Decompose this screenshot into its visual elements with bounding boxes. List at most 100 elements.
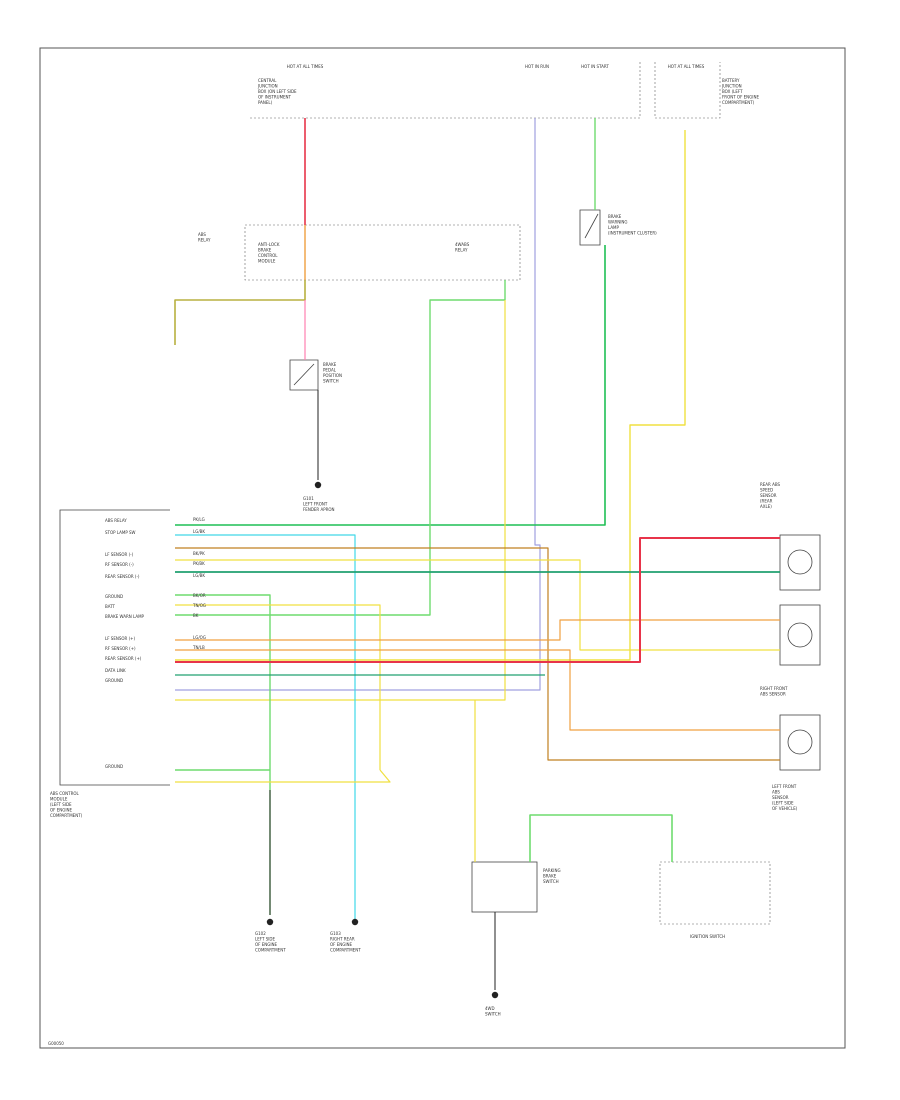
brake-switch-line-0: BRAKE xyxy=(323,362,337,367)
wire-batt-2 xyxy=(175,604,381,770)
ignition-switch-box xyxy=(659,861,771,925)
wire-color-2-line-0: BK/PK xyxy=(193,551,205,556)
relay-box-line-2: CONTROL xyxy=(258,253,278,258)
ground-g101-line-0: G101 xyxy=(303,496,314,501)
relay-box-line-1: BRAKE xyxy=(258,248,272,253)
brake-warn-line-0: BRAKE xyxy=(608,214,622,219)
module-label-line-3: OF ENGINE xyxy=(50,808,73,813)
sensor-lf-line-1: ABS xyxy=(772,790,780,795)
module-pin-6-line-0: BATT xyxy=(105,604,116,609)
relay-right-line-1: RELAY xyxy=(455,248,468,253)
lf-sensor-coil xyxy=(787,729,813,755)
diagram-frame xyxy=(39,47,846,1049)
wire-batt-yellow xyxy=(175,130,686,661)
brake-warn-line-3: (INSTRUMENT CLUSTER) xyxy=(608,231,657,236)
fuse-left-desc-line-3: OF INSTRUMENT xyxy=(258,95,292,100)
ignition-label-line-0: IGNITION SWITCH xyxy=(690,934,725,939)
lf-sensor-box xyxy=(779,714,821,771)
ground-g102-line-3: COMPARTMENT xyxy=(255,948,286,953)
fuse-left-desc-line-4: PANEL) xyxy=(258,100,273,105)
fuse-hot-all-2-line-0: HOT AT ALL TIMES xyxy=(668,64,705,69)
module-label-line-4: COMPARTMENT) xyxy=(50,813,83,818)
wire-color-9-line-0: TN/LB xyxy=(192,645,205,650)
wire-rf-plus xyxy=(175,619,780,641)
fuse-right-desc-line-2: BOX (LEFT xyxy=(722,89,743,94)
module-label-line-0: ABS CONTROL xyxy=(50,791,80,796)
wire-cyan xyxy=(175,534,356,920)
wire-color-7-line-0: BK xyxy=(193,613,199,618)
module-bracket xyxy=(59,509,170,786)
fuse-left-desc-line-0: CENTRAL xyxy=(258,78,277,83)
ground-g102-line-1: LEFT SIDE xyxy=(255,937,276,942)
module-label-line-2: (LEFT SIDE xyxy=(50,802,72,807)
wire-ignition xyxy=(529,814,673,862)
rear-sensor-coil xyxy=(787,549,813,575)
sensor-rear-line-4: AXLE) xyxy=(760,504,772,509)
module-label-line-1: MODULE xyxy=(50,797,68,802)
fuse-right-desc-line-1: JUNCTION xyxy=(721,84,742,89)
rf-sensor-box xyxy=(779,604,821,666)
fuse-box-right xyxy=(654,62,721,119)
sensor-rear-line-3: (REAR xyxy=(760,499,773,504)
wire-ground-1 xyxy=(175,594,271,915)
wire-green-2 xyxy=(175,280,506,616)
sensor-lf-line-2: SENSOR xyxy=(772,795,789,800)
brake-switch-line-1: PEDAL xyxy=(323,368,337,373)
sensor-lf-line-3: (LEFT SIDE xyxy=(772,801,794,806)
relay-box xyxy=(244,224,521,281)
wire-rf-minus xyxy=(175,559,780,651)
fuse-right-desc-line-3: FRONT OF ENGINE xyxy=(722,95,759,100)
wire-yellow-2 xyxy=(175,300,506,701)
bottom-switch-label-line-1: SWITCH xyxy=(485,1012,501,1017)
brake-switch-line-3: SWITCH xyxy=(323,379,339,384)
relay-left-line-0: ABS xyxy=(198,232,206,237)
ground-symbols xyxy=(266,481,499,999)
sensor-lf-line-4: OF VEHICLE) xyxy=(772,806,798,811)
ground-g103-line-0: G103 xyxy=(330,931,341,936)
brake-warn-lamp-switch xyxy=(579,209,601,246)
brake-pedal-switch xyxy=(289,359,319,391)
module-pin-9-line-0: RF SENSOR (+) xyxy=(105,646,136,651)
ground-symbol-1 xyxy=(314,481,322,489)
fuse-left-desc-line-1: JUNCTION xyxy=(257,84,278,89)
rf-sensor-coil xyxy=(787,622,813,648)
module-pin-7-line-0: BRAKE WARN LAMP xyxy=(105,614,145,619)
relay-right-line-0: 4WABS xyxy=(455,242,470,247)
wire-abs-relay xyxy=(175,245,606,526)
wire-color-1-line-0: LG/BK xyxy=(193,529,205,534)
sensor-rear-line-2: SENSOR xyxy=(760,493,777,498)
park-brake-line-1: BRAKE xyxy=(543,874,557,879)
relay-box-line-0: ANTI-LOCK xyxy=(258,242,280,247)
sensor-rf-line-0: RIGHT FRONT xyxy=(760,686,788,691)
ground-g103-line-3: COMPARTMENT xyxy=(330,948,361,953)
sensor-rf-line-1: ABS SENSOR xyxy=(760,692,786,697)
module-pin-4-line-0: REAR SENSOR (-) xyxy=(105,574,140,579)
bottom-switch-label-line-0: 4WD xyxy=(485,1006,495,1011)
wire-ground-3 xyxy=(175,769,391,783)
wire-color-5-line-0: BK/OR xyxy=(193,593,206,598)
wire-color-0-line-0: PK/LG xyxy=(193,517,205,522)
rear-sensor-box xyxy=(779,534,821,591)
fuse-right-desc-line-4: COMPARTMENT) xyxy=(722,100,755,105)
module-pin-13-line-0: GROUND xyxy=(105,764,123,769)
ground-g102-line-0: G102 xyxy=(255,931,266,936)
sensor-rear-line-0: REAR ABS xyxy=(760,482,781,487)
module-pin-1-line-0: STOP LAMP SW xyxy=(105,530,136,535)
ground-g103-line-2: OF ENGINE xyxy=(330,942,353,947)
ground-symbol-3 xyxy=(351,918,359,926)
ground-g101-line-1: LEFT FRONT xyxy=(303,502,328,507)
sensor-rear-line-1: SPEED xyxy=(760,488,773,493)
fuse-left-desc-line-2: BOX (ON LEFT SIDE xyxy=(258,89,297,94)
park-brake-switch-box xyxy=(471,861,538,913)
ground-g101-line-2: FENDER APRON xyxy=(303,507,335,512)
module-pin-10-line-0: REAR SENSOR (+) xyxy=(105,656,142,661)
sensor-lf-line-0: LEFT FRONT xyxy=(772,784,797,789)
ground-symbol-4 xyxy=(491,991,499,999)
wire-lf-plus xyxy=(175,649,780,731)
fuse-hot-all-line-0: HOT AT ALL TIMES xyxy=(287,64,324,69)
wire-rear-plus xyxy=(175,537,780,663)
ground-symbol-2 xyxy=(266,918,274,926)
